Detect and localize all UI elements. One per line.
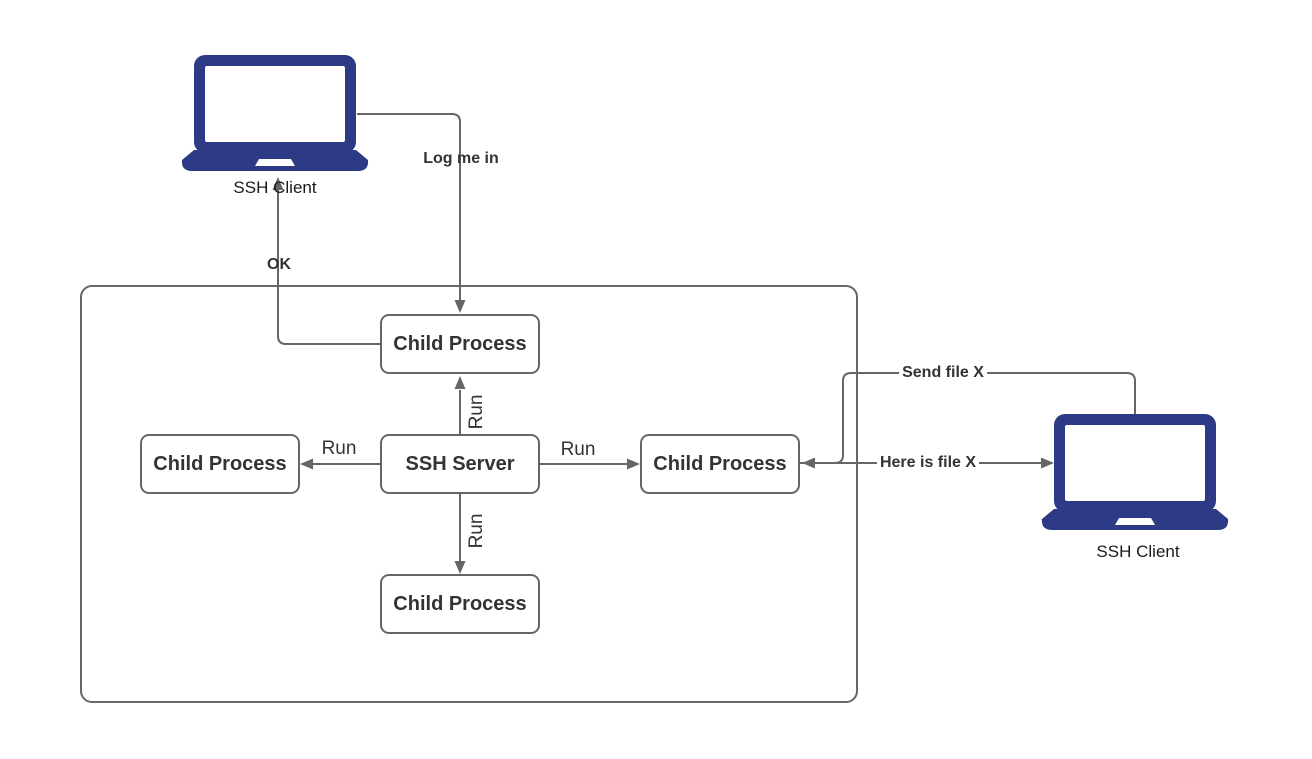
edge-label-run-down: Run <box>466 513 487 549</box>
node-child-process-left: Child Process <box>140 434 300 494</box>
laptop-icon <box>181 55 369 171</box>
node-label: Child Process <box>393 592 527 615</box>
edge-label-run-left: Run <box>321 438 357 459</box>
edge-label-send-file: Send file X <box>899 364 987 382</box>
edge-log-me-in <box>357 113 461 301</box>
ssh-client-right-caption: SSH Client <box>1096 542 1180 561</box>
edge-label-here-is-file: Here is file X <box>876 454 980 472</box>
node-label: Child Process <box>153 452 287 475</box>
laptop-icon <box>1041 414 1229 530</box>
node-child-process-right: Child Process <box>640 434 800 494</box>
edge-label-run-right: Run <box>560 439 596 460</box>
node-child-process-bottom: Child Process <box>380 574 540 634</box>
edge-label-log-me-in: Log me in <box>423 150 499 168</box>
node-label: Child Process <box>393 332 527 355</box>
server-boundary-box <box>80 285 858 703</box>
ssh-client-left-caption: SSH Client <box>233 178 317 197</box>
edge-label-ok: OK <box>267 256 291 274</box>
node-label: Child Process <box>653 452 787 475</box>
node-child-process-top: Child Process <box>380 314 540 374</box>
edge-label-run-up: Run <box>466 394 487 430</box>
node-label: SSH Server <box>405 452 515 475</box>
node-ssh-server: SSH Server <box>380 434 540 494</box>
